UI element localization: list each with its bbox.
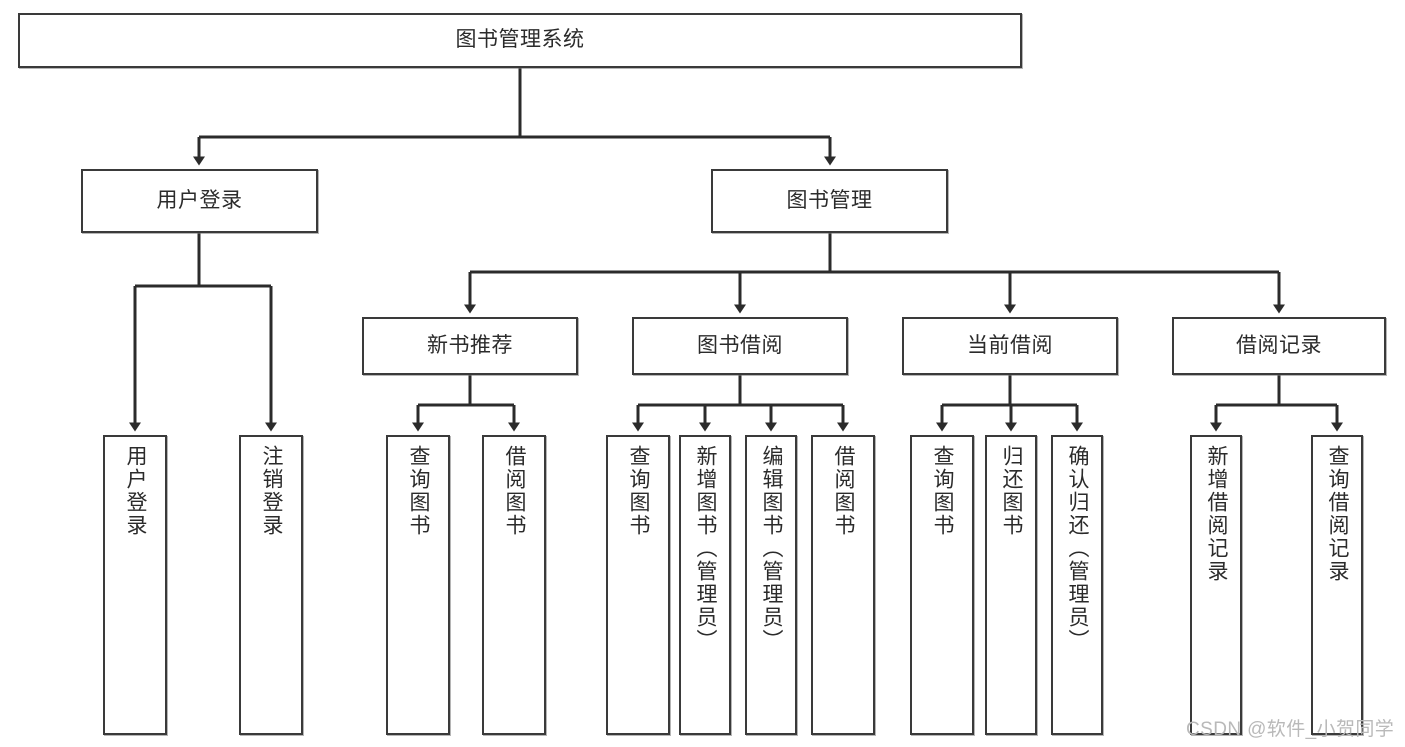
leaf-node-label: 编辑图书（管理员） [760,445,784,652]
leaf-node-label: 查询图书 [407,445,431,537]
node-book-management[interactable]: 图书管理 [711,169,948,233]
leaf-node-label: 查询图书 [627,445,651,537]
leaf-node[interactable]: 归还图书 [985,435,1037,735]
node-user-login-label: 用户登录 [156,188,243,212]
leaf-node-label: 归还图书 [1000,445,1024,537]
node-user-login[interactable]: 用户登录 [81,169,318,233]
node-new-book-recommend[interactable]: 新书推荐 [362,317,578,375]
watermark: CSDN @软件_小贺同学 [1186,719,1395,740]
leaf-node-label: 注销登录 [260,445,284,537]
leaf-node-label: 查询图书 [931,445,955,537]
leaf-node[interactable]: 借阅图书 [811,435,875,735]
leaf-node[interactable]: 查询借阅记录 [1311,435,1363,735]
node-borrow-record-label: 借阅记录 [1236,333,1322,357]
leaf-node[interactable]: 新增图书（管理员） [679,435,731,735]
leaf-node-label: 用户登录 [124,445,148,537]
node-book-management-label: 图书管理 [786,188,873,212]
leaf-node-label: 新增借阅记录 [1205,445,1229,583]
leaf-node[interactable]: 用户登录 [103,435,167,735]
leaf-node-label: 确认归还（管理员） [1066,445,1090,652]
node-root-label: 图书管理系统 [455,28,585,52]
node-current-borrow-label: 当前借阅 [967,333,1053,357]
node-root[interactable]: 图书管理系统 [18,13,1022,68]
leaf-node-label: 新增图书（管理员） [694,445,718,652]
node-book-borrow[interactable]: 图书借阅 [632,317,848,375]
leaf-node[interactable]: 查询图书 [910,435,974,735]
leaf-node-label: 借阅图书 [832,445,856,537]
node-new-book-recommend-label: 新书推荐 [427,333,513,357]
leaf-node-label: 查询借阅记录 [1326,445,1350,583]
leaf-node[interactable]: 确认归还（管理员） [1051,435,1103,735]
leaf-node[interactable]: 新增借阅记录 [1190,435,1242,735]
node-book-borrow-label: 图书借阅 [697,333,783,357]
node-borrow-record[interactable]: 借阅记录 [1172,317,1386,375]
node-current-borrow[interactable]: 当前借阅 [902,317,1118,375]
leaf-node[interactable]: 借阅图书 [482,435,546,735]
leaf-node[interactable]: 编辑图书（管理员） [745,435,797,735]
leaf-node[interactable]: 查询图书 [606,435,670,735]
leaf-node[interactable]: 查询图书 [386,435,450,735]
leaf-node-label: 借阅图书 [503,445,527,537]
leaf-node[interactable]: 注销登录 [239,435,303,735]
